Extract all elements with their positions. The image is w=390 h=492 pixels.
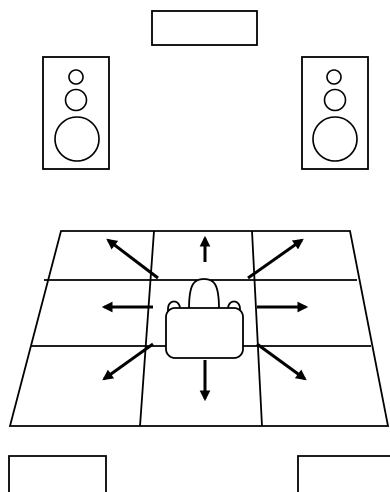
midrange-driver	[323, 88, 347, 112]
front-right-speaker	[301, 56, 369, 170]
front-left-speaker	[42, 56, 110, 170]
arrow-down-right	[256, 342, 307, 381]
midrange-driver	[64, 88, 88, 112]
rear-left-speaker	[8, 455, 107, 492]
listening-floor-grid	[8, 230, 390, 427]
floor-outline	[8, 230, 390, 427]
center-speaker	[151, 10, 258, 46]
rear-right-speaker	[297, 455, 390, 492]
tweeter-driver	[326, 69, 342, 85]
armchair-seat	[165, 307, 244, 359]
woofer-driver	[54, 116, 100, 162]
grid-line-vertical	[139, 230, 155, 427]
arrow-up-right	[247, 238, 304, 280]
direction-arrows	[101, 235, 309, 402]
listener-head	[188, 278, 220, 310]
arrow-down-left	[102, 342, 154, 381]
arrow-up-left	[106, 238, 159, 280]
listener-in-armchair	[165, 278, 244, 359]
tweeter-driver	[68, 69, 84, 85]
grid-line-vertical	[251, 230, 263, 427]
woofer-driver	[312, 116, 358, 162]
